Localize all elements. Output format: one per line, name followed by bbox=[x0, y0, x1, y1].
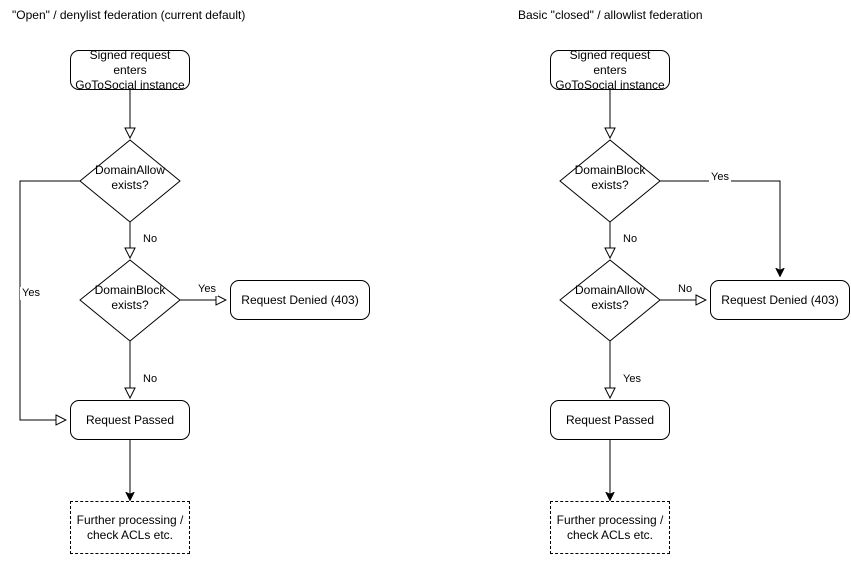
edge-label-domainblock-no-r: No bbox=[621, 233, 640, 246]
node-further-processing[interactable]: Further processing / check ACLs etc. bbox=[70, 501, 190, 554]
decision-domainblock-exists-r[interactable] bbox=[560, 140, 660, 222]
diagram-title-left: "Open" / denylist federation (current de… bbox=[12, 8, 246, 22]
edge-label-domainallow-yes: Yes bbox=[20, 287, 42, 300]
decision-domainblock-exists[interactable] bbox=[80, 260, 180, 342]
node-further-processing-r[interactable]: Further processing / check ACLs etc. bbox=[550, 501, 670, 554]
diagram-title-right: Basic "closed" / allowlist federation bbox=[518, 8, 703, 22]
edge-label-domainallow-no-r: No bbox=[676, 283, 695, 296]
edge-label-domainallow-no: No bbox=[141, 233, 160, 246]
edge-domainallow-yes-loop bbox=[19, 180, 80, 420]
node-label: Signed request enters GoToSocial instanc… bbox=[555, 47, 665, 92]
node-label: Signed request enters GoToSocial instanc… bbox=[75, 47, 185, 92]
node-label: Further processing / check ACLs etc. bbox=[76, 512, 184, 542]
edge-label-domainblock-yes: Yes bbox=[196, 283, 218, 296]
node-request-denied-r[interactable]: Request Denied (403) bbox=[710, 280, 850, 320]
node-request-denied[interactable]: Request Denied (403) bbox=[230, 280, 370, 320]
edge-label-domainallow-yes-r: Yes bbox=[621, 373, 643, 386]
node-signed-request-enters[interactable]: Signed request enters GoToSocial instanc… bbox=[70, 47, 190, 92]
node-request-passed[interactable]: Request Passed bbox=[70, 400, 190, 440]
node-signed-request-enters-r[interactable]: Signed request enters GoToSocial instanc… bbox=[550, 47, 670, 92]
edge-label-domainblock-yes-r: Yes bbox=[709, 171, 731, 184]
node-request-passed-r[interactable]: Request Passed bbox=[550, 400, 670, 440]
node-label: Further processing / check ACLs etc. bbox=[556, 512, 664, 542]
node-label: Request Passed bbox=[565, 412, 655, 427]
decision-domainallow-exists-r[interactable] bbox=[560, 260, 660, 342]
edge-label-domainblock-no: No bbox=[141, 373, 160, 386]
node-label: Request Passed bbox=[85, 412, 175, 427]
node-label: Request Denied (403) bbox=[241, 292, 359, 307]
node-label: Request Denied (403) bbox=[721, 292, 839, 307]
edge-domainblock-yes-r bbox=[660, 180, 780, 276]
decision-domainallow-exists[interactable] bbox=[80, 140, 180, 222]
